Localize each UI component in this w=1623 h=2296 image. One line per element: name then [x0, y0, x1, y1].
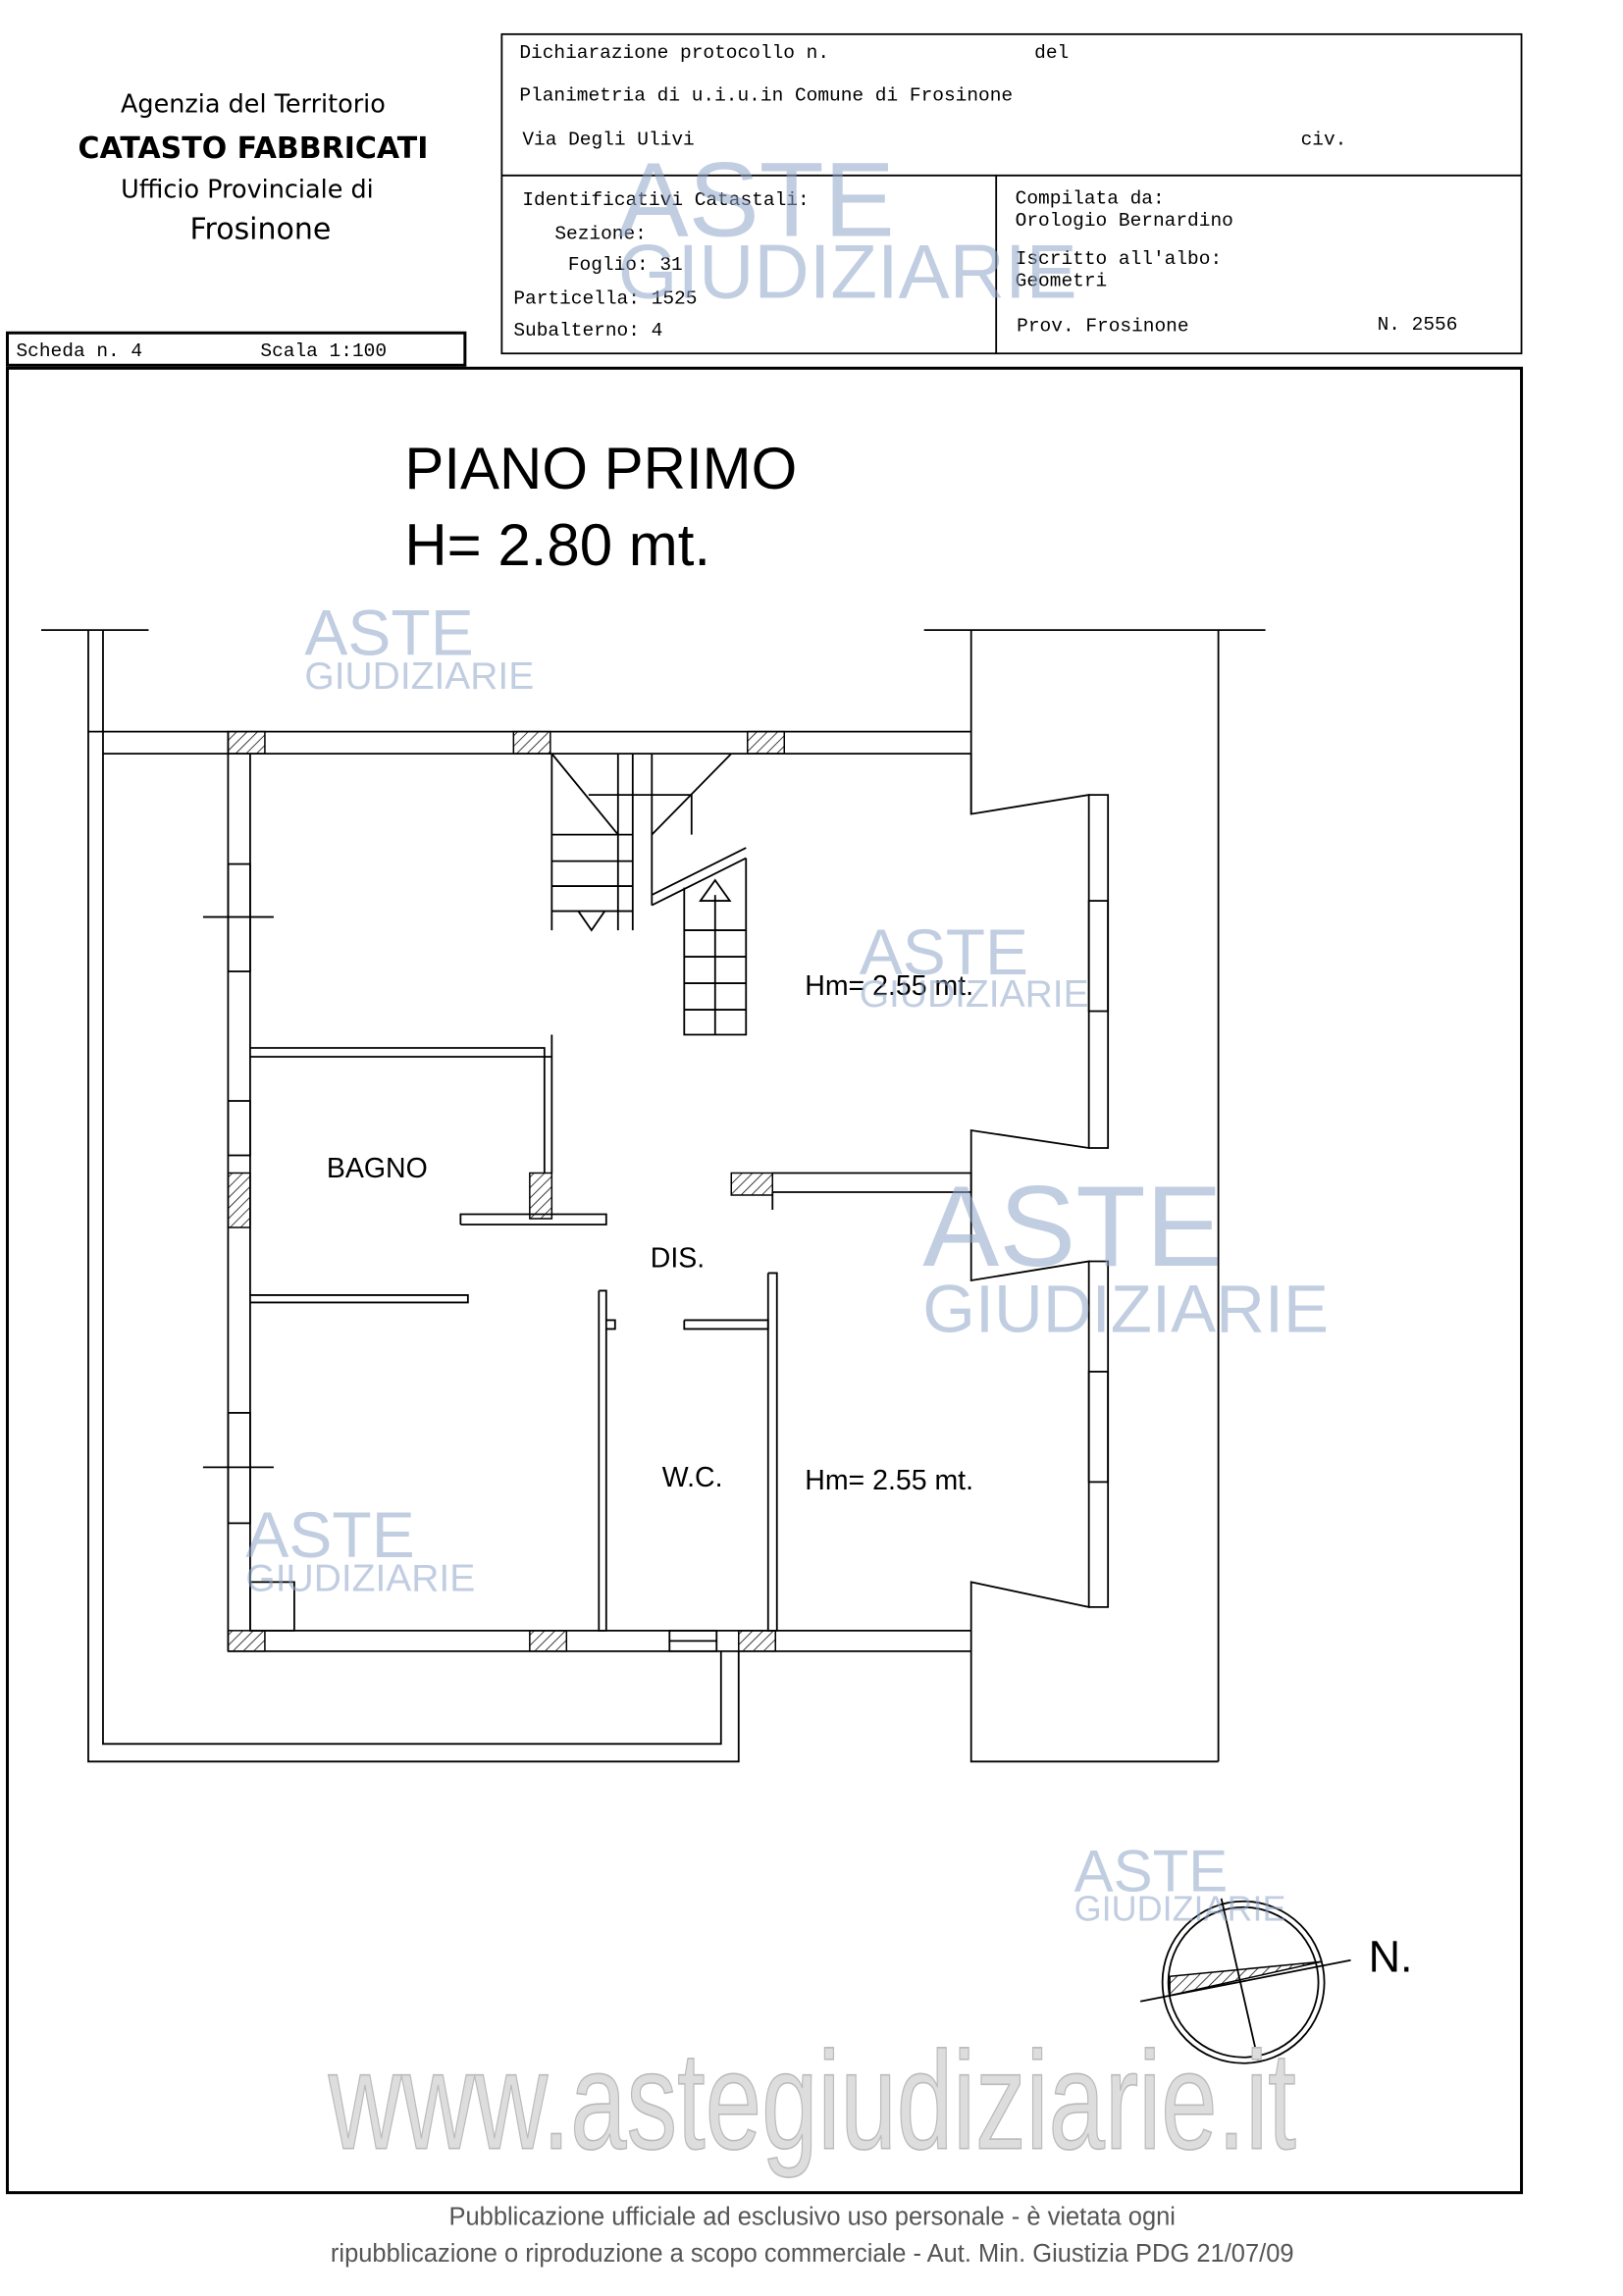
register-number: N. 2556	[1378, 314, 1458, 336]
room-label-bagno: BAGNO	[327, 1153, 428, 1184]
svg-text:GIUDIZIARIE: GIUDIZIARIE	[304, 655, 534, 698]
compiler-label: Compilata da:	[1016, 187, 1165, 209]
declaration-box: Dichiarazione protocollo n. del Planimet…	[500, 32, 1523, 355]
date-label: del	[1034, 42, 1069, 64]
identifiers-title: Identificativi Catastali:	[522, 189, 809, 211]
foglio: Foglio: 31	[568, 254, 683, 276]
office-name: Ufficio Provinciale di	[121, 175, 374, 204]
room-height-bottom: Hm= 2.55 mt.	[805, 1465, 973, 1496]
watermark-logo: ASTE GIUDIZIARIE	[860, 915, 1089, 1016]
svg-text:GIUDIZIARIE: GIUDIZIARIE	[618, 228, 1077, 314]
plan-label: Planimetria di u.i.u.in Comune di Frosin…	[519, 84, 1013, 106]
sheet-scale: Scala 1:100	[260, 340, 387, 362]
sezione: Sezione:	[554, 223, 647, 244]
sheet-box: Scheda n. 4 Scala 1:100	[5, 331, 467, 367]
floor-plan	[40, 629, 1266, 1763]
protocol-label: Dichiarazione protocollo n.	[519, 42, 829, 64]
civic-label: civ.	[1301, 129, 1347, 150]
agency-name: Agenzia del Territorio	[121, 89, 386, 119]
watermark-logo: ASTE GIUDIZIARIE	[304, 597, 534, 698]
footer-line-2: ripubblicazione o riproduzione a scopo c…	[331, 2240, 1294, 2268]
registry-name: CATASTO FABBRICATI	[78, 131, 428, 166]
svg-text:GIUDIZIARIE: GIUDIZIARIE	[245, 1557, 475, 1599]
svg-text:ASTE: ASTE	[922, 1162, 1222, 1290]
drawing-frame	[5, 366, 1524, 2195]
watermark-logo: ASTE GIUDIZIARIE	[922, 1162, 1329, 1346]
svg-text:GIUDIZIARIE: GIUDIZIARIE	[1074, 1888, 1286, 1928]
svg-text:ASTE: ASTE	[860, 915, 1028, 988]
svg-text:GIUDIZIARIE: GIUDIZIARIE	[922, 1271, 1329, 1346]
particella: Particella: 1525	[513, 287, 697, 309]
svg-text:ASTE: ASTE	[1074, 1838, 1229, 1904]
room-height-top: Hm= 2.55 mt.	[805, 970, 973, 1002]
address: Via Degli Ulivi	[522, 129, 694, 150]
watermark-logo: ASTE GIUDIZIARIE	[1074, 1838, 1286, 1928]
sheet-number: Scheda n. 4	[16, 340, 142, 362]
north-compass: N.	[1139, 1898, 1413, 2064]
svg-text:ASTE: ASTE	[304, 597, 473, 669]
watermark-url: www.astegiudiziarie.it	[328, 2024, 1296, 2179]
watermark-logo: ASTE GIUDIZIARIE	[618, 139, 1077, 314]
north-label: N.	[1369, 1932, 1413, 1982]
footer-line-1: Pubblicazione ufficiale ad esclusivo uso…	[449, 2204, 1176, 2231]
svg-text:ASTE: ASTE	[245, 1498, 414, 1571]
subalterno: Subalterno: 4	[513, 320, 662, 341]
room-label-dis: DIS.	[651, 1242, 705, 1274]
room-label-wc: W.C.	[662, 1462, 723, 1493]
watermark-logo: ASTE GIUDIZIARIE	[245, 1498, 475, 1599]
svg-text:GIUDIZIARIE: GIUDIZIARIE	[860, 973, 1089, 1016]
svg-text:ASTE: ASTE	[618, 139, 895, 258]
register-value: Geometri	[1016, 270, 1108, 291]
office-city: Frosinone	[189, 212, 331, 246]
floor-height: H= 2.80 mt.	[404, 512, 710, 578]
staircase	[550, 753, 748, 1036]
floor-title: PIANO PRIMO	[404, 436, 797, 501]
compiler-name: Orologio Bernardino	[1016, 210, 1233, 232]
register-label: Iscritto all'albo:	[1016, 248, 1222, 270]
agency-header: Agenzia del Territorio CATASTO FABBRICAT…	[78, 89, 428, 246]
province: Prov. Frosinone	[1017, 316, 1188, 338]
